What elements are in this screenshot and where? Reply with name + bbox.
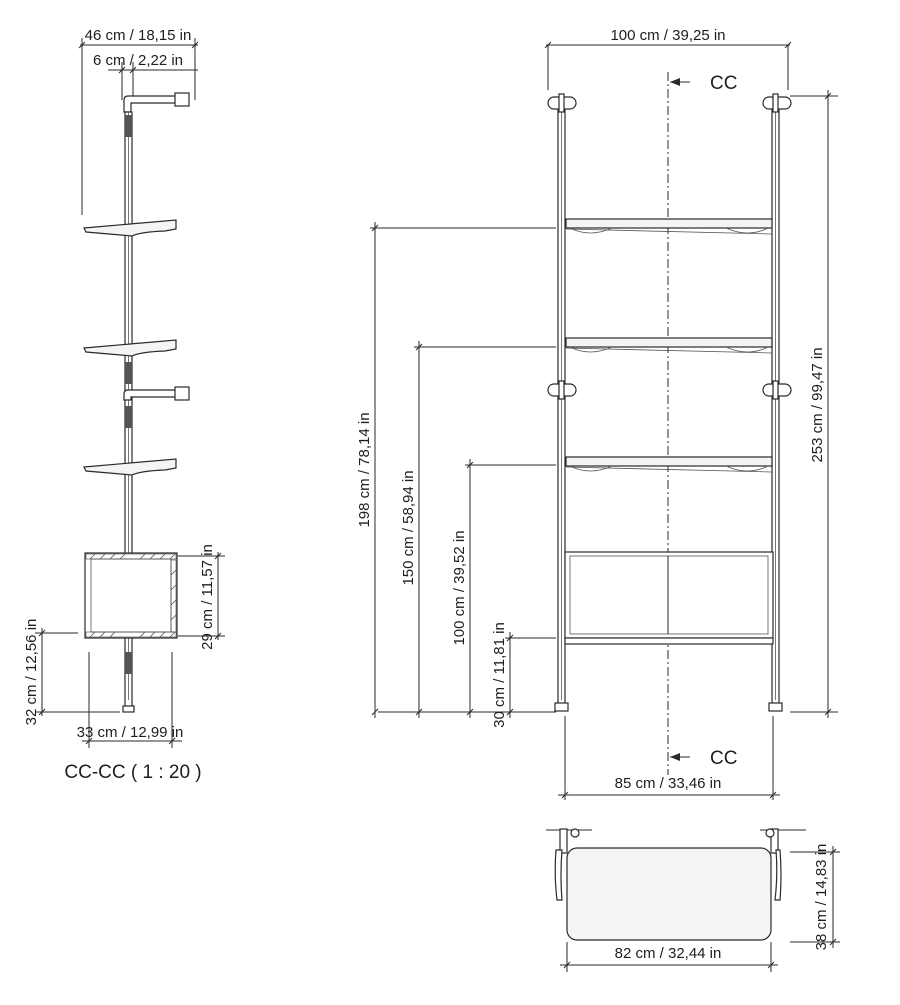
dim-label-inner-width: 85 cm / 33,46 in — [615, 775, 722, 792]
shelf-1 — [565, 218, 773, 229]
dim-label-box-floor: 32 cm / 12,56 in — [23, 619, 40, 726]
dim-label-box-height: 29 cm / 11,57 in — [199, 544, 216, 650]
dim-label-offset: 6 cm / 2,22 in — [93, 52, 183, 69]
dim-label-overall-height: 253 cm / 99,47 in — [809, 347, 826, 462]
cabinet-front — [564, 551, 774, 639]
post-joint — [125, 115, 132, 137]
section-mark-top: CC — [710, 73, 737, 94]
post-joint — [125, 652, 132, 674]
front-view: 100 cm / 39,25 in CC CC — [356, 27, 838, 800]
dim-tick — [129, 66, 137, 74]
plan-post-right — [770, 828, 779, 854]
plan-bracket-right — [774, 849, 782, 901]
foot-left — [554, 702, 569, 712]
post-foot — [122, 705, 135, 713]
dim-label-198: 198 cm / 78,14 in — [356, 412, 373, 527]
post-joint — [125, 406, 132, 428]
shelf-3 — [565, 456, 773, 467]
shelf-section-1 — [83, 219, 177, 237]
dim-label-plan-depth: 38 cm / 14,83 in — [813, 844, 830, 951]
wall-bracket-middle — [123, 389, 179, 401]
wall-mount-pad — [174, 386, 190, 401]
dim-label-150: 150 cm / 58,94 in — [400, 470, 417, 585]
section-mark-bottom: CC — [710, 748, 737, 769]
dim-label-top-width: 46 cm / 18,15 in — [85, 27, 192, 44]
plan-post-left — [559, 828, 568, 854]
dim-label-30: 30 cm / 11,81 in — [491, 622, 508, 728]
dim-label-100: 100 cm / 39,52 in — [451, 530, 468, 645]
cabinet-box-section — [84, 552, 178, 639]
post-joint — [125, 362, 132, 384]
section-caption: CC-CC ( 1 : 20 ) — [64, 762, 201, 783]
wall-bracket-upper — [123, 95, 179, 113]
foot-right — [768, 702, 783, 712]
plan-shelf — [566, 847, 772, 941]
wall-mount-pad — [174, 92, 190, 107]
plan-bracket-left — [554, 849, 563, 901]
dim-label-box-depth: 33 cm / 12,99 in — [77, 724, 184, 741]
plan-view: 82 cm / 32,44 in 38 cm / 14,83 in — [546, 828, 840, 972]
section-view: 46 cm / 18,15 in 6 cm / 2,22 in — [23, 27, 225, 783]
dim-tick — [191, 41, 199, 49]
shelf-section-2 — [83, 339, 177, 357]
dim-tick — [118, 66, 126, 74]
shelf-section-3 — [83, 458, 177, 476]
cabinet-base — [564, 637, 774, 645]
dim-label-overall-width: 100 cm / 39,25 in — [610, 27, 725, 44]
dim-tick — [78, 41, 86, 49]
shelf-2 — [565, 337, 773, 348]
dim-label-plan-width: 82 cm / 32,44 in — [615, 945, 722, 962]
